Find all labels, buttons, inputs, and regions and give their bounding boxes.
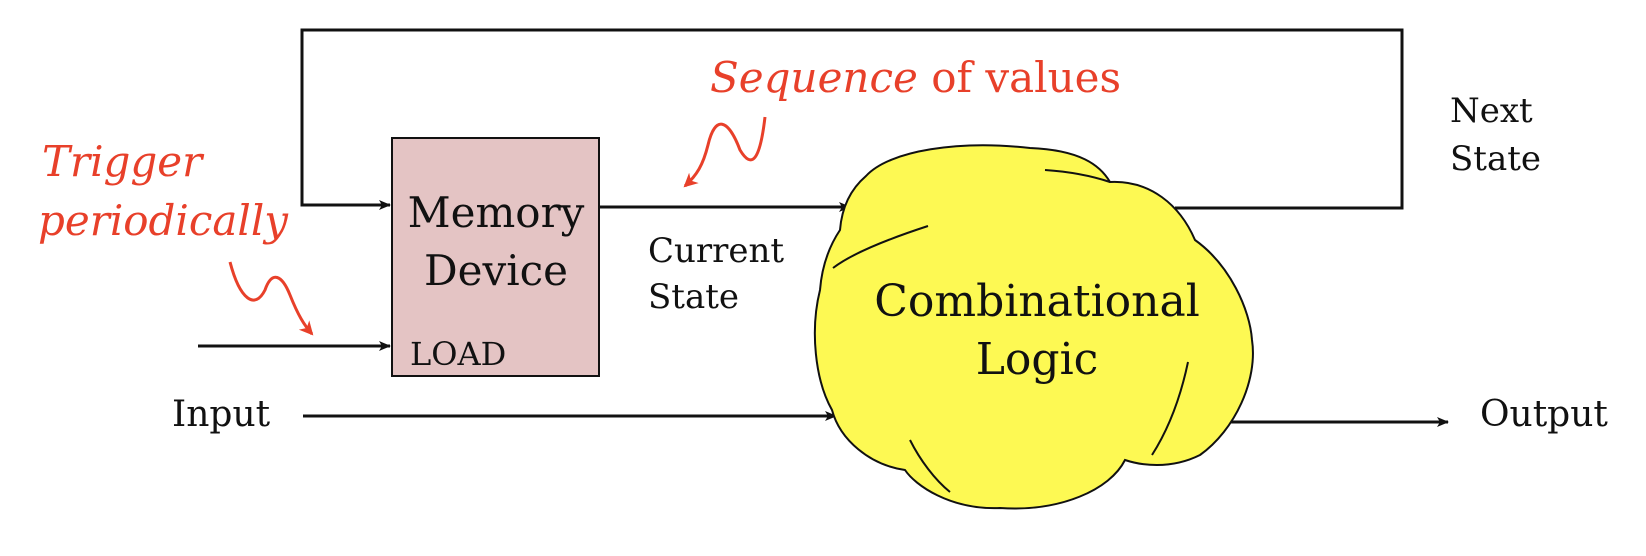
logic-inner-stroke xyxy=(832,225,929,269)
combinational-logic-blob xyxy=(813,144,1254,510)
memory-device-label-line1: Memory xyxy=(408,188,585,237)
logic-inner-stroke xyxy=(909,439,951,493)
logic-inner-stroke xyxy=(1151,361,1189,456)
combinational-logic-label-line1: Combinational xyxy=(874,276,1200,327)
memory-device-label-line2: Device xyxy=(424,246,568,295)
logic-inner-stroke xyxy=(1044,169,1111,183)
memory-device-box xyxy=(391,137,600,377)
feedback-loop-line xyxy=(300,28,1404,210)
sequence-annotation: Sequence of values xyxy=(710,53,1121,102)
output-label: Output xyxy=(1480,394,1608,435)
combinational-logic-label-line2: Logic xyxy=(976,334,1099,385)
trigger-annotation-line2: periodically xyxy=(38,196,289,245)
load-label: LOAD xyxy=(410,335,506,373)
current-state-label-line1: Current xyxy=(648,231,784,271)
next-state-label-line2: State xyxy=(1450,139,1541,179)
current-state-label-line2: State xyxy=(648,277,739,317)
trigger-squiggle-arrow xyxy=(228,261,314,336)
input-label: Input xyxy=(172,394,271,435)
sequence-squiggle-arrow xyxy=(683,116,767,188)
trigger-annotation-line1: Trigger xyxy=(42,137,205,186)
next-state-label-line1: Next xyxy=(1450,91,1533,131)
